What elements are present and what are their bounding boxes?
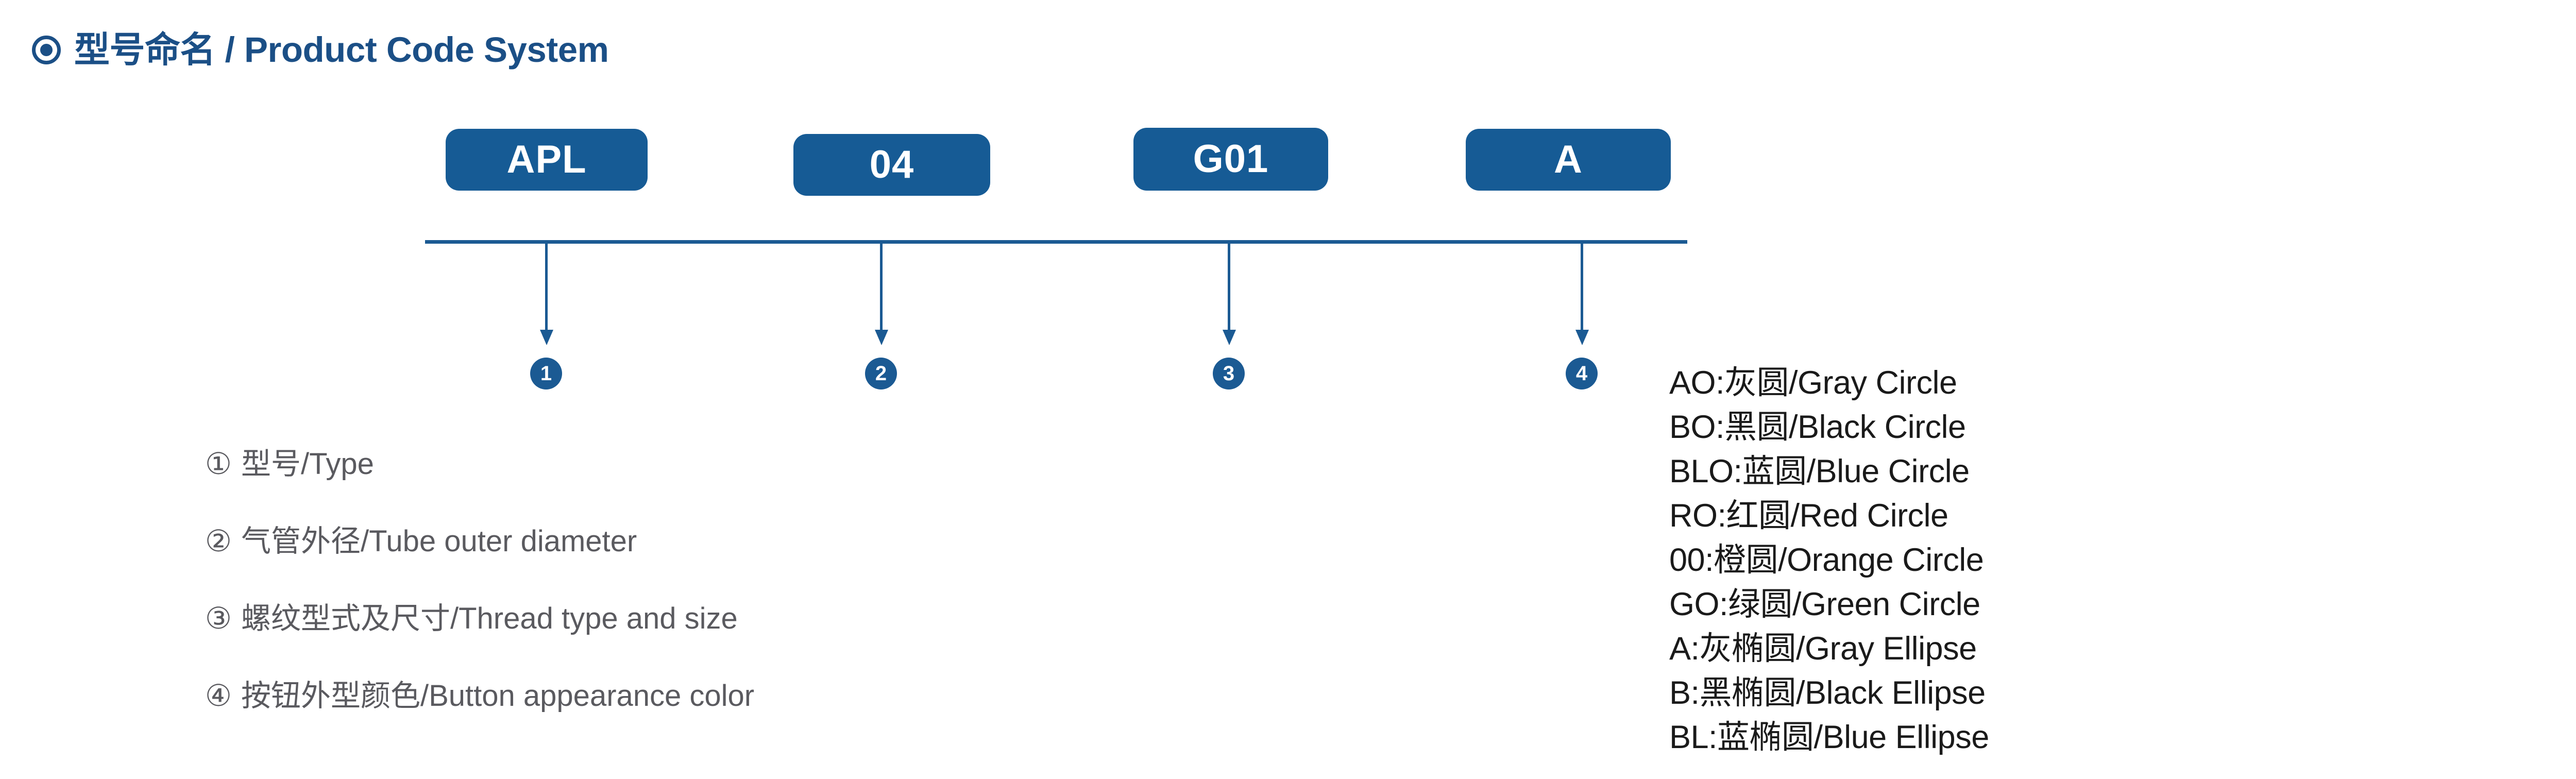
- legend-label-3: 螺纹型式及尺寸/Thread type and size: [241, 602, 738, 635]
- marker-circle-3[interactable]: 3: [1213, 358, 1245, 390]
- legend-item-button-color: ④ 按钮外型颜色/Button appearance color: [205, 681, 754, 758]
- bullseye-icon: [32, 35, 61, 64]
- code-box-tube-diameter[interactable]: 04: [793, 134, 990, 196]
- marker-circle-1[interactable]: 1: [530, 358, 562, 390]
- code-box-type[interactable]: APL: [446, 129, 648, 191]
- marker-circle-4[interactable]: 4: [1566, 358, 1598, 390]
- arrow-head-2: [875, 330, 888, 345]
- color-code-line: RO:红圆/Red Circle: [1669, 498, 1948, 534]
- color-code-line: AO:灰圆/Gray Circle: [1669, 365, 1957, 401]
- legend-label-4: 按钮外型颜色/Button appearance color: [241, 679, 755, 713]
- color-code-line: BL:蓝椭圆/Blue Ellipse: [1669, 719, 1989, 755]
- color-code-list: AO:灰圆/Gray Circle BO:黑圆/Black Circle BLO…: [1669, 361, 1989, 759]
- legend-marker-3: ③: [205, 602, 232, 635]
- arrow-head-3: [1223, 330, 1236, 345]
- color-code-line: GO:绿圆/Green Circle: [1669, 586, 1980, 622]
- color-code-line: 00:橙圆/Orange Circle: [1669, 542, 1984, 578]
- drop-line-4: [1581, 244, 1583, 332]
- color-code-line: BO:黑圆/Black Circle: [1669, 409, 1966, 445]
- baseline-rule: [425, 240, 1687, 244]
- page-title-text: 型号命名 / Product Code System: [74, 30, 609, 70]
- drop-line-1: [545, 244, 548, 332]
- code-box-button-color[interactable]: A: [1466, 129, 1671, 191]
- color-code-line: A:灰椭圆/Gray Ellipse: [1669, 631, 1977, 667]
- legend-label-1: 型号/Type: [241, 447, 374, 481]
- legend-item-type: ① 型号/Type: [205, 449, 754, 527]
- drop-line-3: [1228, 244, 1230, 332]
- arrow-head-4: [1575, 330, 1589, 345]
- page-title: 型号命名 / Product Code System: [32, 32, 609, 67]
- legend-marker-1: ①: [205, 447, 232, 481]
- legend-label-2: 气管外径/Tube outer diameter: [241, 524, 637, 558]
- marker-circle-2[interactable]: 2: [865, 358, 897, 390]
- code-box-thread[interactable]: G01: [1133, 128, 1328, 191]
- legend-list: ① 型号/Type ② 气管外径/Tube outer diameter ③ 螺…: [205, 449, 754, 758]
- legend-marker-4: ④: [205, 679, 232, 713]
- color-code-line: B:黑椭圆/Black Ellipse: [1669, 675, 1986, 711]
- drop-line-2: [880, 244, 883, 332]
- legend-item-tube-diameter: ② 气管外径/Tube outer diameter: [205, 527, 754, 604]
- legend-item-thread: ③ 螺纹型式及尺寸/Thread type and size: [205, 604, 754, 681]
- legend-marker-2: ②: [205, 524, 232, 558]
- bullseye-inner-dot: [40, 43, 53, 56]
- arrow-head-1: [540, 330, 553, 345]
- color-code-line: BLO:蓝圆/Blue Circle: [1669, 453, 1970, 489]
